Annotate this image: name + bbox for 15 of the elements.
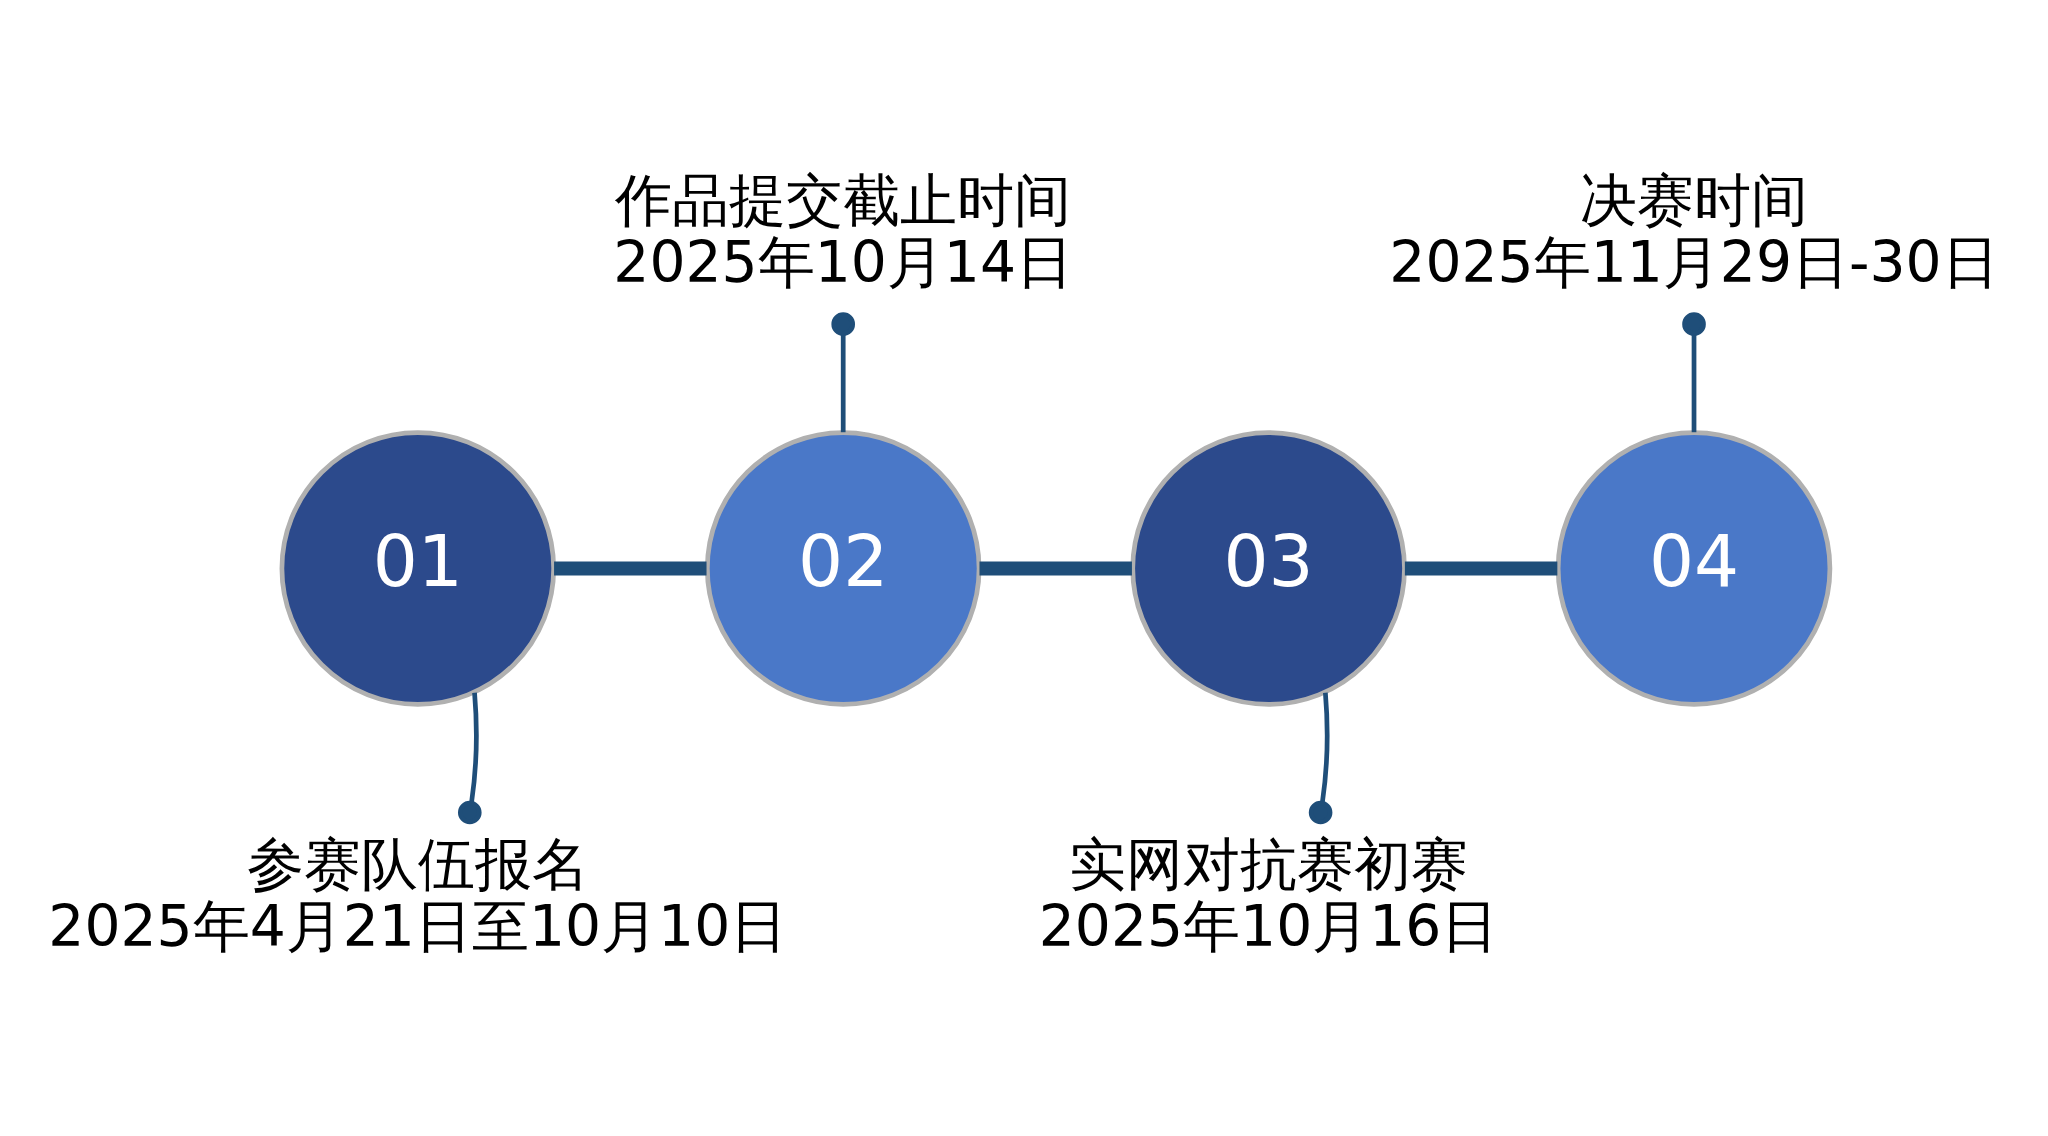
connector [457,692,482,824]
connector [1308,692,1333,824]
node-text: 参赛队伍报名 2025年4月21日至10月10日 [48,830,788,959]
connector [979,560,1132,576]
node-circle: 02 [704,429,982,707]
connector [1682,311,1706,432]
node-circle: 03 [1130,429,1407,707]
connector [831,311,855,432]
connector [1404,560,1558,576]
node-text: 实网对抗赛初赛 2025年10月16日 [1038,830,1499,959]
connector [554,560,707,576]
node-circle: 01 [279,429,557,707]
node-text: 决赛时间 2025年11月29日-30日 [1389,166,1999,295]
node-circle: 04 [1555,429,1833,707]
node-text: 作品提交截止时间 2025年10月14日 [613,166,1074,295]
